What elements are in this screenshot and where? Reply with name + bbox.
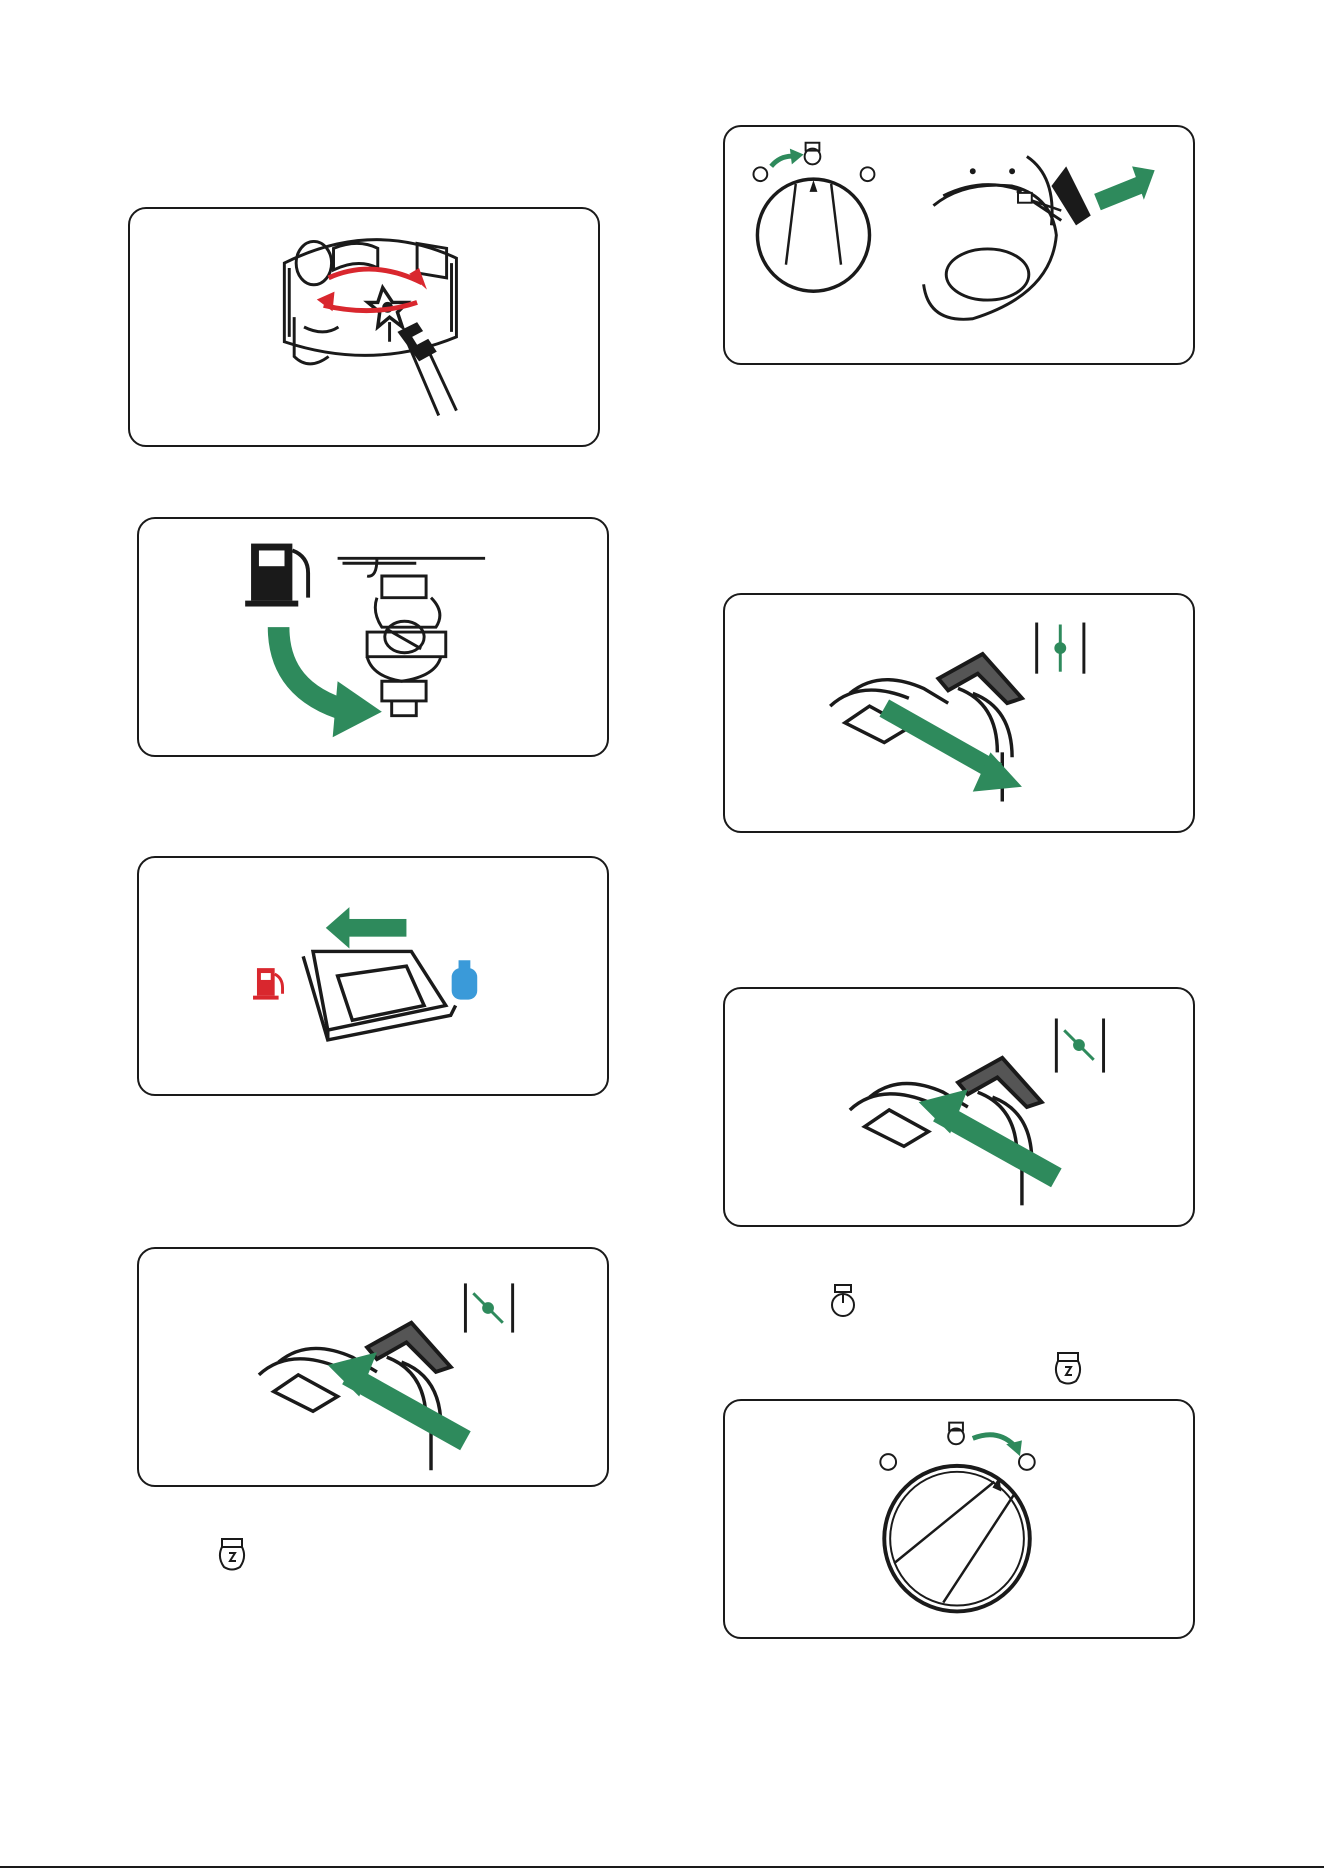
engine-start-icon <box>1053 1351 1083 1387</box>
engine-start-icon <box>217 1537 247 1573</box>
valve-rotate-icon <box>130 209 598 445</box>
choke-lever-icon <box>725 989 1193 1225</box>
fuel-selector-switch-icon <box>139 858 607 1094</box>
lpg-cylinder-blue-icon <box>452 960 478 999</box>
page-footer-rule <box>0 1866 1324 1868</box>
choke-lever-icon <box>725 595 1193 831</box>
fig-fuel-valve <box>137 517 609 757</box>
choke-lever-icon <box>139 1249 607 1485</box>
fig-fuel-switch <box>137 856 609 1096</box>
fuel-pump-red-icon <box>253 968 283 999</box>
fig-choke-open <box>723 593 1195 833</box>
fuel-pump-icon <box>245 544 308 607</box>
fig-choke-closed-left <box>137 1247 609 1487</box>
fig-valve-turn <box>128 207 600 447</box>
engine-switch-dial-icon <box>753 143 874 291</box>
engine-switch-dial-icon <box>725 1401 1193 1637</box>
recoil-starter-icon <box>924 157 1155 320</box>
fig-engine-dial-run <box>723 1399 1195 1639</box>
fig-choke-closed-right <box>723 987 1195 1227</box>
fig-engine-dial-start <box>723 125 1195 365</box>
engine-on-icon <box>827 1283 859 1319</box>
